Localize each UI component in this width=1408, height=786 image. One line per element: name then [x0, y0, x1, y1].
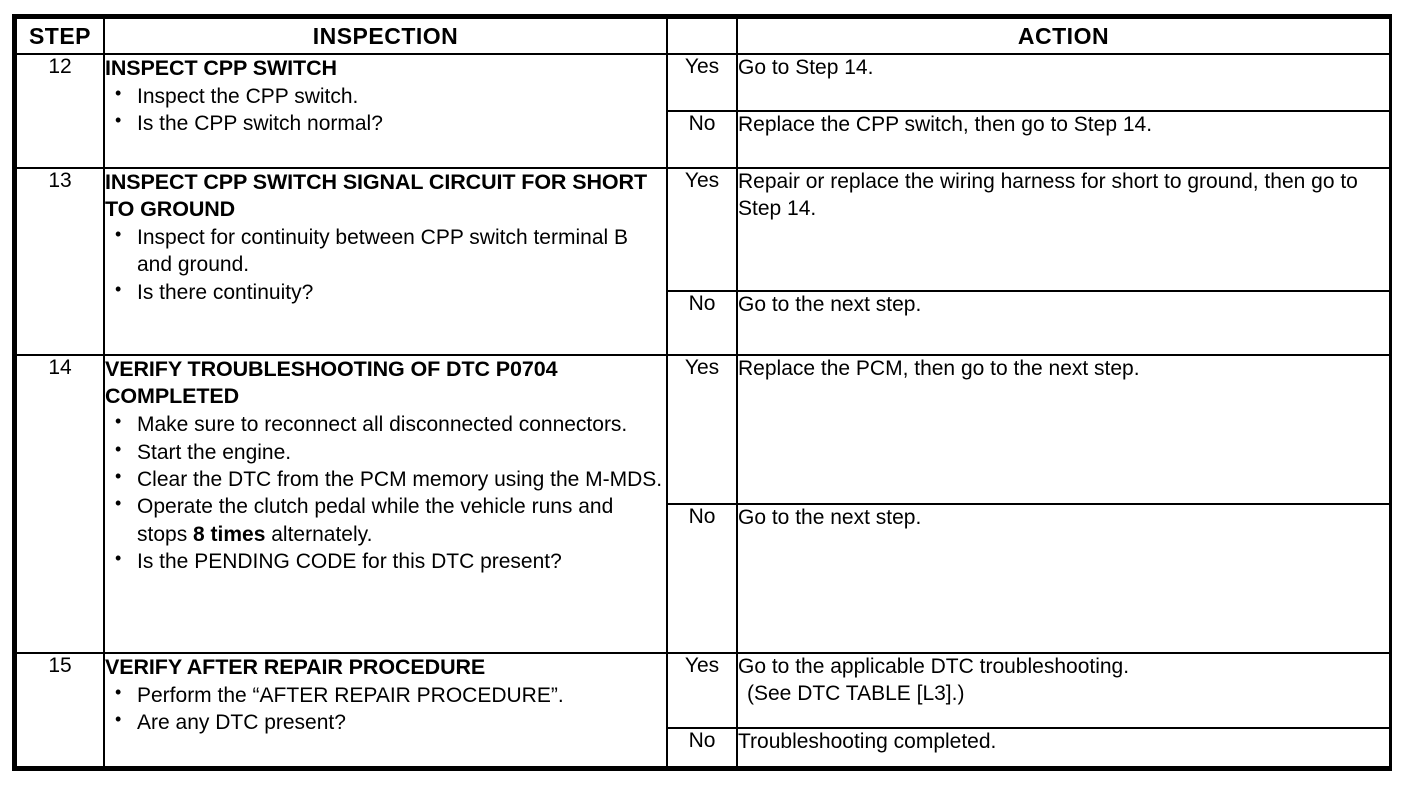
column-header-action: ACTION: [736, 17, 1391, 55]
action-yes-15-main: Go to the applicable DTC troubleshooting…: [738, 654, 1130, 678]
list-item-clutch-operation: Operate the clutch pedal while the vehic…: [107, 492, 666, 548]
answer-yes-14: Yes: [666, 354, 738, 506]
action-no-15: Troubleshooting completed.: [736, 727, 1391, 768]
column-header-answer-blank: [666, 17, 738, 55]
inspection-title-13: INSPECT CPP SWITCH SIGNAL CIRCUIT FOR SH…: [105, 170, 647, 222]
answer-yes-12: Yes: [666, 53, 738, 112]
inspection-bullets-14: Make sure to reconnect all disconnected …: [105, 410, 666, 575]
list-item: Is the PENDING CODE for this DTC present…: [107, 547, 666, 575]
list-item: Inspect the CPP switch.: [107, 82, 666, 110]
answer-no-12: No: [666, 109, 738, 170]
inspection-cell-12: INSPECT CPP SWITCH Inspect the CPP switc…: [103, 52, 668, 170]
table-row: No Troubleshooting completed.: [16, 727, 1391, 768]
inspection-bullets-12: Inspect the CPP switch. Is the CPP switc…: [105, 82, 666, 138]
inspection-title-12: INSPECT CPP SWITCH: [105, 56, 337, 80]
inspection-cell-13: INSPECT CPP SWITCH SIGNAL CIRCUIT FOR SH…: [103, 167, 668, 357]
answer-yes-13: Yes: [666, 167, 738, 293]
action-yes-15: Go to the applicable DTC troubleshooting…: [736, 651, 1391, 730]
table-row: 14 VERIFY TROUBLESHOOTING OF DTC P0704 C…: [15, 354, 1391, 654]
answer-no-15: No: [666, 727, 738, 768]
list-item: Perform the “AFTER REPAIR PROCEDURE”.: [107, 681, 666, 709]
inspection-bullets-15: Perform the “AFTER REPAIR PROCEDURE”. Ar…: [105, 681, 666, 737]
table-row: 15 VERIFY AFTER REPAIR PROCEDURE Perform…: [15, 651, 1391, 769]
list-item: Is the CPP switch normal?: [107, 109, 666, 137]
clutch-text-bold: 8 times: [193, 522, 266, 546]
step-number-12: 12: [15, 52, 105, 170]
inspection-bullets-13: Inspect for continuity between CPP switc…: [105, 223, 666, 306]
action-no-12: Replace the CPP switch, then go to Step …: [736, 109, 1391, 170]
table-row: No Go to the next step.: [16, 290, 1391, 357]
list-item: Inspect for continuity between CPP switc…: [107, 223, 666, 279]
troubleshooting-table-container: STEP INSPECTION ACTION 12 INSPECT CPP SW…: [12, 14, 1392, 771]
list-item: Clear the DTC from the PCM memory using …: [107, 465, 666, 493]
step-number-13: 13: [15, 167, 105, 357]
inspection-title-15: VERIFY AFTER REPAIR PROCEDURE: [105, 654, 486, 679]
action-yes-15-reference: (See DTC TABLE [L3].): [747, 681, 965, 705]
action-yes-13: Repair or replace the wiring harness for…: [736, 167, 1391, 293]
inspection-title-14: VERIFY TROUBLESHOOTING OF DTC P0704 COMP…: [105, 357, 558, 409]
action-yes-14: Replace the PCM, then go to the next ste…: [736, 354, 1391, 506]
action-no-14: Go to the next step.: [736, 503, 1391, 654]
answer-no-13: No: [666, 290, 738, 357]
table-row: 13 INSPECT CPP SWITCH SIGNAL CIRCUIT FOR…: [15, 167, 1391, 357]
action-yes-12: Go to Step 14.: [736, 53, 1391, 112]
list-item: Make sure to reconnect all disconnected …: [107, 410, 666, 438]
column-header-inspection: INSPECTION: [103, 17, 668, 55]
clutch-text-part2: alternately.: [265, 522, 373, 546]
table-header-row: STEP INSPECTION ACTION: [15, 17, 1391, 55]
inspection-cell-15: VERIFY AFTER REPAIR PROCEDURE Perform th…: [103, 651, 668, 769]
column-header-step: STEP: [15, 17, 105, 55]
step-number-15: 15: [15, 651, 105, 769]
answer-yes-15: Yes: [666, 651, 738, 730]
clutch-text-part1: Operate the clutch pedal while the vehic…: [137, 495, 614, 546]
table-row: No Go to the next step.: [16, 503, 1391, 654]
table-row: 12 INSPECT CPP SWITCH Inspect the CPP sw…: [15, 52, 1391, 170]
answer-no-14: No: [666, 503, 738, 654]
list-item: Start the engine.: [107, 438, 666, 466]
troubleshooting-table: STEP INSPECTION ACTION 12 INSPECT CPP SW…: [15, 17, 1391, 769]
step-number-14: 14: [15, 354, 105, 654]
action-no-13: Go to the next step.: [736, 290, 1391, 357]
table-row: No Replace the CPP switch, then go to St…: [16, 109, 1391, 170]
list-item: Are any DTC present?: [107, 708, 666, 736]
list-item: Is there continuity?: [107, 278, 666, 306]
inspection-cell-14: VERIFY TROUBLESHOOTING OF DTC P0704 COMP…: [103, 354, 668, 654]
